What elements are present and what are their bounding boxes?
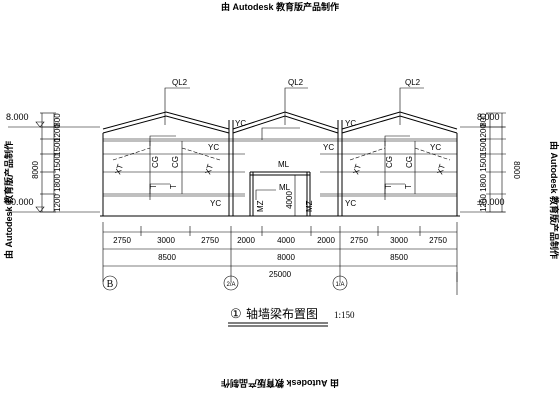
dim-v-1800: 1800: [53, 174, 62, 192]
watermark-right: 由 Autodesk 教育版产品制作: [549, 141, 560, 259]
watermark-left: 由 Autodesk 教育版产品制作: [3, 141, 14, 259]
dim-h-2750b: 2750: [201, 236, 219, 245]
dim-v-1800-r: 1800: [479, 174, 488, 192]
dim-v-total-right: 8000: [512, 161, 521, 179]
level-top-label: 8.000: [6, 112, 29, 122]
mz-label-2: MZ: [305, 200, 314, 212]
cg-label-3: CG: [385, 156, 394, 168]
dim-v-1200b-r: 1200: [479, 194, 488, 212]
axis-label-1a: 1/A: [335, 282, 344, 288]
right-vertical-dimensions: 800 1200 1500 1500 1800 1200 8000: [479, 112, 521, 213]
dim-h-3000b: 3000: [390, 236, 408, 245]
ql2-label-2: QL2: [288, 78, 304, 87]
dim-h-8500a: 8500: [158, 253, 176, 262]
yc-label-7: YC: [430, 143, 441, 152]
dim-v-1500a-r: 1500: [479, 138, 488, 156]
t-label-3: T: [384, 184, 393, 189]
horizontal-dimensions: 2750 3000 2750 2000 4000 2000 2750 3000 …: [102, 222, 458, 282]
left-vertical-dimensions: 800 1200 1500 1500 1800 1200 8000: [31, 112, 62, 213]
t-label-2: T: [169, 184, 178, 189]
dim-h-8500b: 8500: [390, 253, 408, 262]
title-symbol: ①: [230, 306, 242, 321]
t-label-1: T: [149, 184, 158, 189]
xt-label-1: XT: [113, 163, 125, 176]
axis-label-b: B: [107, 279, 114, 290]
level-base-label-right: ±0.000: [477, 197, 504, 207]
yc-label-2: YC: [210, 199, 221, 208]
yc-label-3: YC: [235, 119, 246, 128]
xt-label-2: XT: [203, 163, 215, 176]
dim-v-1200b: 1200: [53, 194, 62, 212]
level-base-label: ±0.000: [6, 197, 33, 207]
dim-h-4000: 4000: [277, 236, 295, 245]
dim-h-2000b: 2000: [317, 236, 335, 245]
yc-label-6: YC: [345, 119, 356, 128]
door-frame: 4000: [249, 171, 311, 217]
bracing-rods: [112, 127, 451, 200]
cg-label-1: CG: [151, 156, 160, 168]
dim-h-2750c: 2750: [350, 236, 368, 245]
dim-v-total-left: 8000: [31, 161, 40, 179]
dim-h-2000a: 2000: [237, 236, 255, 245]
dim-h-2750d: 2750: [429, 236, 447, 245]
yc-label-4: YC: [323, 143, 334, 152]
t-label-4: T: [404, 184, 413, 189]
watermark-bottom: 由 Autodesk 教育版产品制作: [221, 378, 339, 389]
title-text: 轴墙梁布置图: [246, 306, 318, 321]
yc-label-5: YC: [345, 199, 356, 208]
yc-label-1: YC: [208, 143, 219, 152]
dim-h-25000: 25000: [269, 270, 292, 279]
xt-label-3: XT: [351, 163, 363, 176]
cg-label-4: CG: [405, 156, 414, 168]
dim-v-1500b-r: 1500: [479, 154, 488, 172]
wall-beams: [103, 138, 457, 197]
axis-bubbles: B 2/A 1/A: [102, 272, 458, 295]
dim-v-800-r: 800: [479, 113, 488, 127]
ml-label-2: ML: [279, 183, 291, 192]
ql2-leaders: QL2 QL2 QL2: [164, 78, 424, 125]
axis-bubble-b: [102, 275, 118, 291]
axis-bubble-2a: [223, 275, 239, 291]
frame-outline: [100, 111, 460, 217]
beam-labels: YC YC YC YC YC YC YC ML ML MZ MZ CG CG C…: [113, 119, 447, 212]
dim-v-1500a: 1500: [53, 138, 62, 156]
axis-bubble-1a: [332, 275, 348, 291]
dim-v-800: 800: [53, 113, 62, 127]
ml-label-1: ML: [278, 160, 290, 169]
title-scale: 1:150: [334, 310, 355, 320]
watermark-top: 由 Autodesk 教育版产品制作: [221, 1, 339, 12]
mz-label-1: MZ: [256, 200, 265, 212]
drawing-title: ① 轴墙梁布置图 1:150: [228, 306, 355, 327]
dim-v-1500b: 1500: [53, 154, 62, 172]
level-top-label-right: 8.000: [477, 112, 500, 122]
dim-door-4000: 4000: [285, 191, 294, 209]
axis-label-2a: 2/A: [226, 282, 235, 288]
xt-label-4: XT: [435, 163, 447, 176]
ql2-label-1: QL2: [172, 78, 188, 87]
dim-v-1200a-r: 1200: [479, 124, 488, 142]
dim-h-3000a: 3000: [157, 236, 175, 245]
ql2-label-3: QL2: [405, 78, 421, 87]
dim-v-1200a: 1200: [53, 124, 62, 142]
cg-label-2: CG: [171, 156, 180, 168]
dim-h-8000: 8000: [277, 253, 295, 262]
dim-h-2750a: 2750: [113, 236, 131, 245]
